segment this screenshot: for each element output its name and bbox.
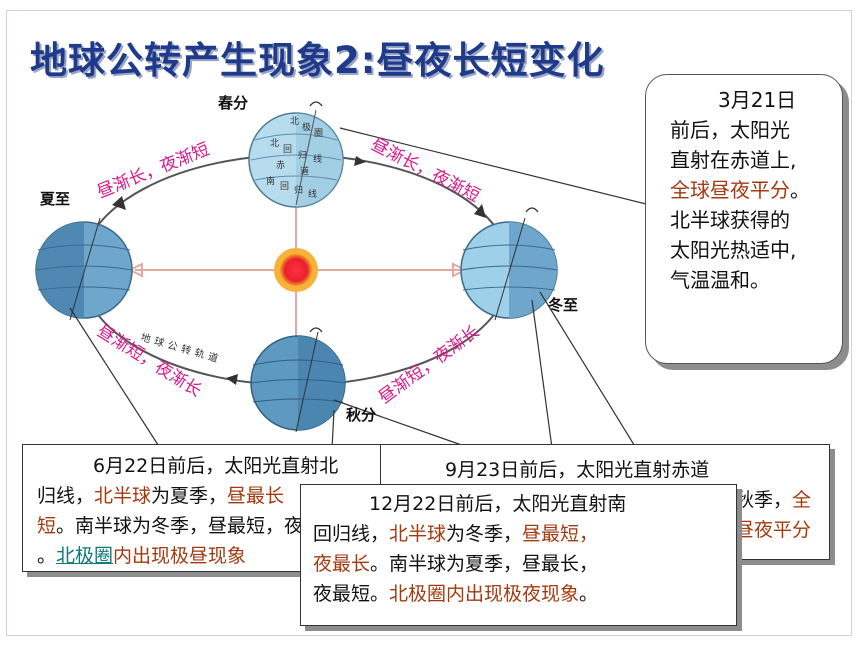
callout-winter-text: 。 — [579, 583, 599, 605]
highlight-text: 昼最短， — [522, 523, 599, 545]
highlight-text: 昼最长 — [227, 485, 285, 507]
callout-summer-line: 短。南半球为冬季，昼最短，夜最长 — [37, 511, 379, 541]
ray-arrow-icon — [127, 262, 143, 278]
callout-summer-line: 6月22日前后，太阳光直射北 — [93, 455, 339, 477]
rotation-arrow-icon — [309, 101, 323, 107]
season-label-summer: 夏至 — [39, 190, 70, 208]
season-label-spring: 春分 — [218, 94, 248, 112]
callout-spring: 3月21日 前后，太阳光 直射在赤道上, 全球昼夜平分。 北半球获得的 太阳光热… — [645, 74, 843, 364]
globe-label: 圈 — [314, 128, 323, 139]
callout-spring-line: 气温温和。 — [670, 268, 770, 292]
rotation-arrow-icon — [309, 327, 323, 333]
highlight-text: 北半球 — [94, 485, 152, 507]
callout-summer-text: 。 — [37, 545, 57, 567]
globe-label: 归 — [298, 149, 307, 161]
callout-spring-line: 太阳光热适中, — [670, 238, 797, 262]
callout-winter-text: 为冬季， — [446, 523, 523, 545]
orbit-arrow-icon — [474, 204, 486, 218]
callout-spring-line: 直射在赤道上, — [670, 148, 797, 172]
callout-summer-text: 。南半球为冬季，昼最短，夜最长 — [56, 515, 342, 537]
callout-summer-text: 归线， — [37, 485, 95, 507]
highlight-text: 球昼夜平分 — [715, 519, 811, 541]
orbit-arrow-icon — [226, 374, 238, 385]
callout-winter-line: 夜最短。北极圈内出现极夜现象。 — [313, 579, 726, 609]
earth-winter — [460, 207, 558, 321]
highlight-text: 短 — [37, 515, 57, 537]
globe-label: 北 — [290, 116, 299, 127]
orbit-label-bottom-right: 昼渐短，夜渐长 — [375, 322, 483, 408]
highlight-text: 北极圈内出现极夜现象 — [389, 583, 580, 605]
globe-label: 极 — [302, 121, 311, 133]
globe-label: 南 — [266, 175, 275, 187]
callout-winter-line: 回归线，北半球为冬季，昼最短， — [313, 519, 726, 549]
callout-pointers — [69, 127, 651, 489]
sun-icon — [280, 254, 312, 286]
orbit-arrow-icon — [354, 156, 366, 166]
orbit-label-top-right: 昼渐长，夜渐短 — [368, 135, 483, 207]
callout-winter-line: 夜最长。南半球为夏季，昼最长， — [313, 549, 726, 579]
globe-label: 回 — [280, 181, 289, 192]
arctic-circle-link[interactable]: 北极圈 — [56, 545, 114, 567]
earth-autumn — [250, 327, 346, 433]
callout-spring-line: 前后，太阳光 — [670, 118, 790, 142]
callout-winter: 12月22日前后，太阳光直射南 回归线，北半球为冬季，昼最短， 夜最长。南半球为… — [300, 484, 737, 626]
callout-summer-line: 。北极圈内出现极昼现象 — [37, 541, 379, 571]
callout-autumn-line: 9月23日前后，太阳光直射赤道 — [445, 459, 710, 481]
callout-autumn-line: 球昼夜平分 — [401, 515, 817, 545]
season-label-autumn: 秋分 — [346, 406, 376, 424]
highlight-text: 夜最长 — [313, 553, 371, 575]
globe-label: 线 — [313, 153, 322, 165]
callout-spring-line: 全球昼夜平分。 — [670, 175, 834, 205]
slide-frame — [6, 10, 852, 636]
rotation-arrow-icon — [525, 207, 539, 213]
callout-spring-line: 北半球获得的 — [670, 208, 790, 232]
callout-winter-text: 。南半球为夏季，昼最长， — [370, 553, 599, 575]
highlight-text: 全球昼夜平分 — [670, 178, 790, 202]
globe-label: 回 — [283, 144, 292, 155]
highlight-text: 北半球 — [389, 523, 447, 545]
earth-spring: 北 极 圈 北 回 归 线 赤 道 南 回 归 线 — [248, 101, 344, 208]
globe-label: 北 — [270, 138, 279, 149]
globe-label: 线 — [308, 188, 317, 200]
globe-label: 赤 — [276, 160, 285, 171]
slide-title: 地球公转产生现象2:昼夜长短变化 — [30, 39, 605, 82]
earth-summer — [35, 217, 133, 321]
callout-summer-line: 归线，北半球为夏季，昼最长 — [37, 481, 379, 511]
callout-winter-text: 夜最短。 — [313, 583, 390, 605]
highlight-text: 内出现极昼现象 — [113, 545, 247, 567]
callout-spring-line: 3月21日 — [718, 88, 797, 112]
orbit-label-top-left: 昼渐长，夜渐短 — [94, 140, 212, 203]
callout-winter-text: 回归线， — [313, 523, 390, 545]
highlight-text: 全 — [791, 489, 811, 511]
orbit-arrow-icon — [112, 196, 126, 210]
globe-label: 归 — [294, 184, 303, 196]
season-label-winter: 冬至 — [548, 296, 578, 314]
globe-label: 道 — [300, 165, 309, 177]
callout-summer-text: 为夏季， — [151, 485, 228, 507]
callout-spring-text: 。 — [790, 178, 810, 202]
ray-arrow-icon — [452, 262, 468, 278]
callout-winter-line: 12月22日前后，太阳光直射南 — [369, 493, 627, 515]
